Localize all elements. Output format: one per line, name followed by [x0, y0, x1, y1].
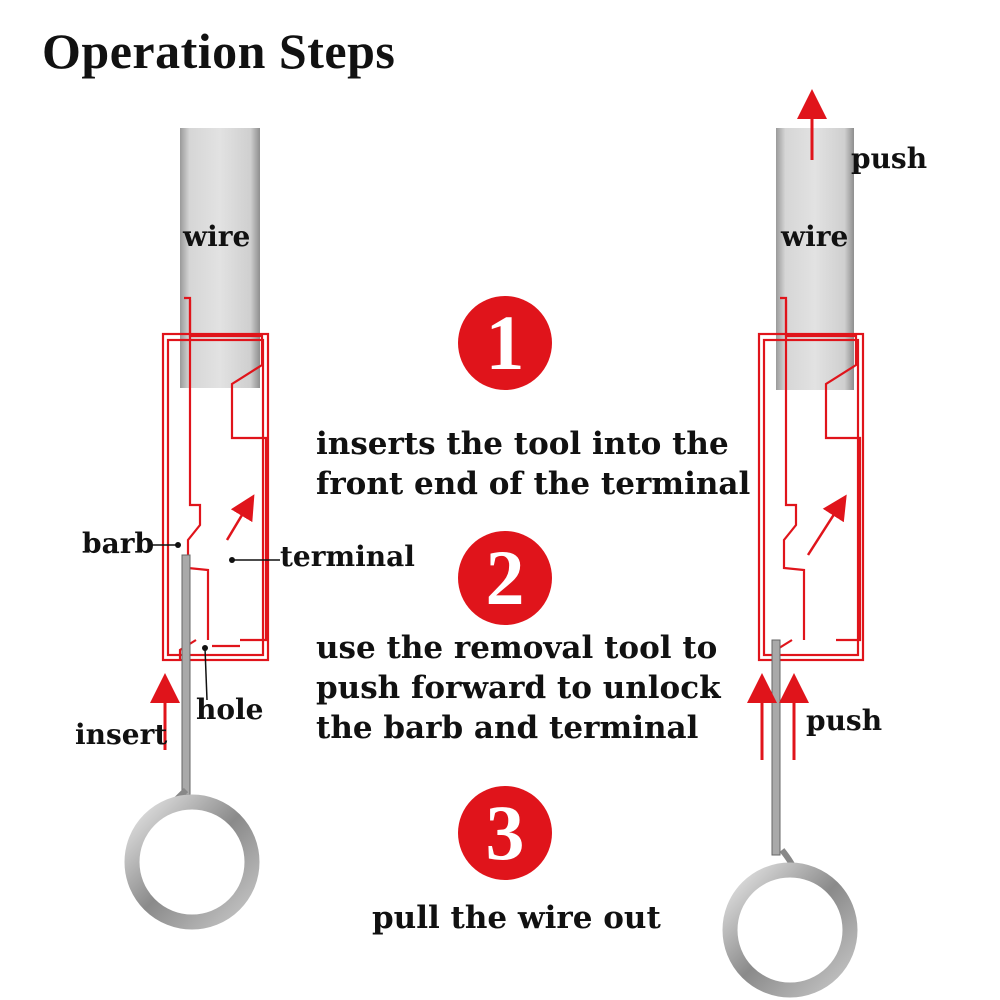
- page-title: Operation Steps: [42, 23, 396, 79]
- right-wire: [776, 128, 854, 390]
- push-bottom-label: push: [806, 704, 883, 737]
- right-diagram: [722, 89, 865, 998]
- step-1-line-1: inserts the tool into the: [316, 426, 729, 462]
- step-2-line-2: push forward to unlock: [316, 670, 721, 706]
- step-2-text: use the removal tool to push forward to …: [316, 628, 721, 748]
- step-3-line-1: pull the wire out: [372, 900, 661, 936]
- left-wire: [180, 128, 260, 388]
- barb-label: barb: [82, 527, 155, 560]
- right-tool-shaft: [771, 639, 781, 856]
- terminal-label: terminal: [280, 540, 415, 573]
- step-1-badge: 1: [458, 296, 552, 390]
- step-1-text: inserts the tool into the front end of t…: [316, 424, 750, 504]
- left-diagram: [124, 128, 280, 930]
- step-2-line-1: use the removal tool to: [316, 630, 718, 666]
- step-3-number: 3: [485, 789, 525, 876]
- step-2-line-3: the barb and terminal: [316, 710, 699, 746]
- step-3-text: pull the wire out: [372, 898, 661, 938]
- left-tool-shaft: [181, 554, 191, 796]
- hole-label: hole: [196, 693, 264, 726]
- right-terminal-housing: [757, 296, 865, 662]
- step-1-number: 1: [485, 299, 525, 386]
- left-tool-ring: [124, 794, 260, 930]
- step-1-line-2: front end of the terminal: [316, 466, 751, 502]
- step-3-badge: 3: [458, 786, 552, 880]
- left-terminal-housing: [161, 296, 270, 662]
- left-wire-label: wire: [183, 220, 251, 253]
- right-tool-ring: [722, 862, 858, 998]
- step-2-badge: 2: [458, 531, 552, 625]
- right-wire-label: wire: [781, 220, 849, 253]
- step-2-number: 2: [485, 534, 525, 621]
- push-top-label: push: [851, 142, 928, 175]
- insert-label: insert: [75, 718, 168, 751]
